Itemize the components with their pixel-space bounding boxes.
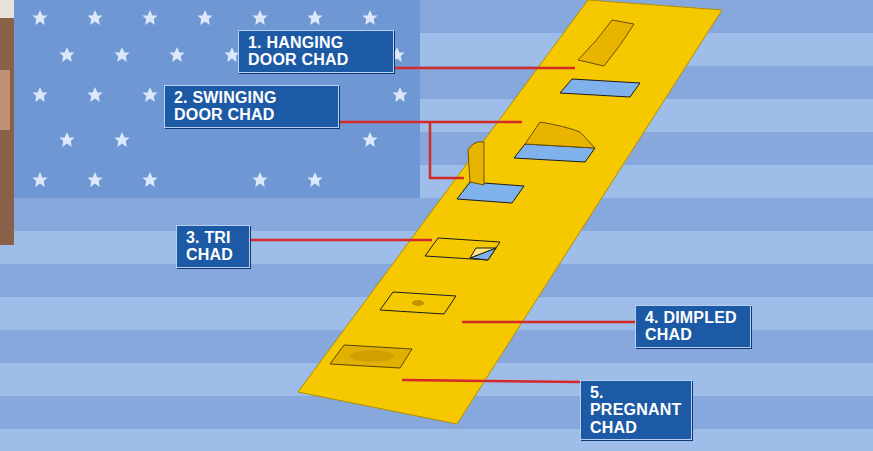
star [142, 87, 157, 102]
star [142, 10, 157, 25]
leader-line [430, 122, 464, 178]
photo-header [0, 0, 14, 18]
star [59, 47, 74, 62]
tri-corner [470, 248, 496, 258]
label-box: 2. SWINGING DOOR CHAD [164, 85, 339, 128]
tri-chad [425, 238, 500, 260]
label-text: 1. HANGING DOOR CHAD [248, 34, 385, 69]
star [169, 47, 184, 62]
bulge [350, 350, 394, 362]
star [142, 172, 157, 187]
canton [0, 0, 420, 198]
star [114, 132, 129, 147]
leader-line [462, 321, 637, 324]
swinging-flap [525, 122, 595, 148]
star [87, 10, 102, 25]
dimple [412, 300, 424, 306]
label-box: 5. PREGNANT CHAD [580, 380, 692, 440]
star [197, 10, 212, 25]
swinging-flap [468, 142, 484, 185]
label-box: 4. DIMPLED CHAD [635, 305, 751, 348]
label-text: 2. SWINGING DOOR CHAD [174, 89, 330, 124]
star [114, 47, 129, 62]
flag-canton [0, 0, 420, 198]
hole [560, 79, 640, 97]
label-text: 5. PREGNANT CHAD [590, 384, 683, 436]
label-text: 4. DIMPLED CHAD [645, 309, 742, 344]
hole [457, 182, 524, 203]
leader-line [248, 239, 432, 242]
dimpled-chad [380, 292, 456, 314]
leader-line [392, 67, 575, 70]
label-box: 3. TRI CHAD [176, 225, 250, 268]
label-text: 3. TRI CHAD [186, 229, 241, 264]
star [32, 87, 47, 102]
tri-hole [470, 248, 496, 260]
photo-edge [0, 0, 14, 245]
label-box: 1. HANGING DOOR CHAD [238, 30, 394, 73]
photo-face [0, 70, 10, 130]
star [32, 172, 47, 187]
star [307, 10, 322, 25]
star [252, 10, 267, 25]
hanging-flap [578, 20, 634, 66]
star [32, 10, 47, 25]
star [307, 172, 322, 187]
star [362, 132, 377, 147]
photo-strip [0, 0, 14, 245]
star [252, 172, 267, 187]
star [59, 132, 74, 147]
star [87, 87, 102, 102]
leader-line [402, 380, 582, 382]
star [87, 172, 102, 187]
pregnant-chad [330, 345, 412, 368]
star [392, 87, 407, 102]
star [362, 10, 377, 25]
